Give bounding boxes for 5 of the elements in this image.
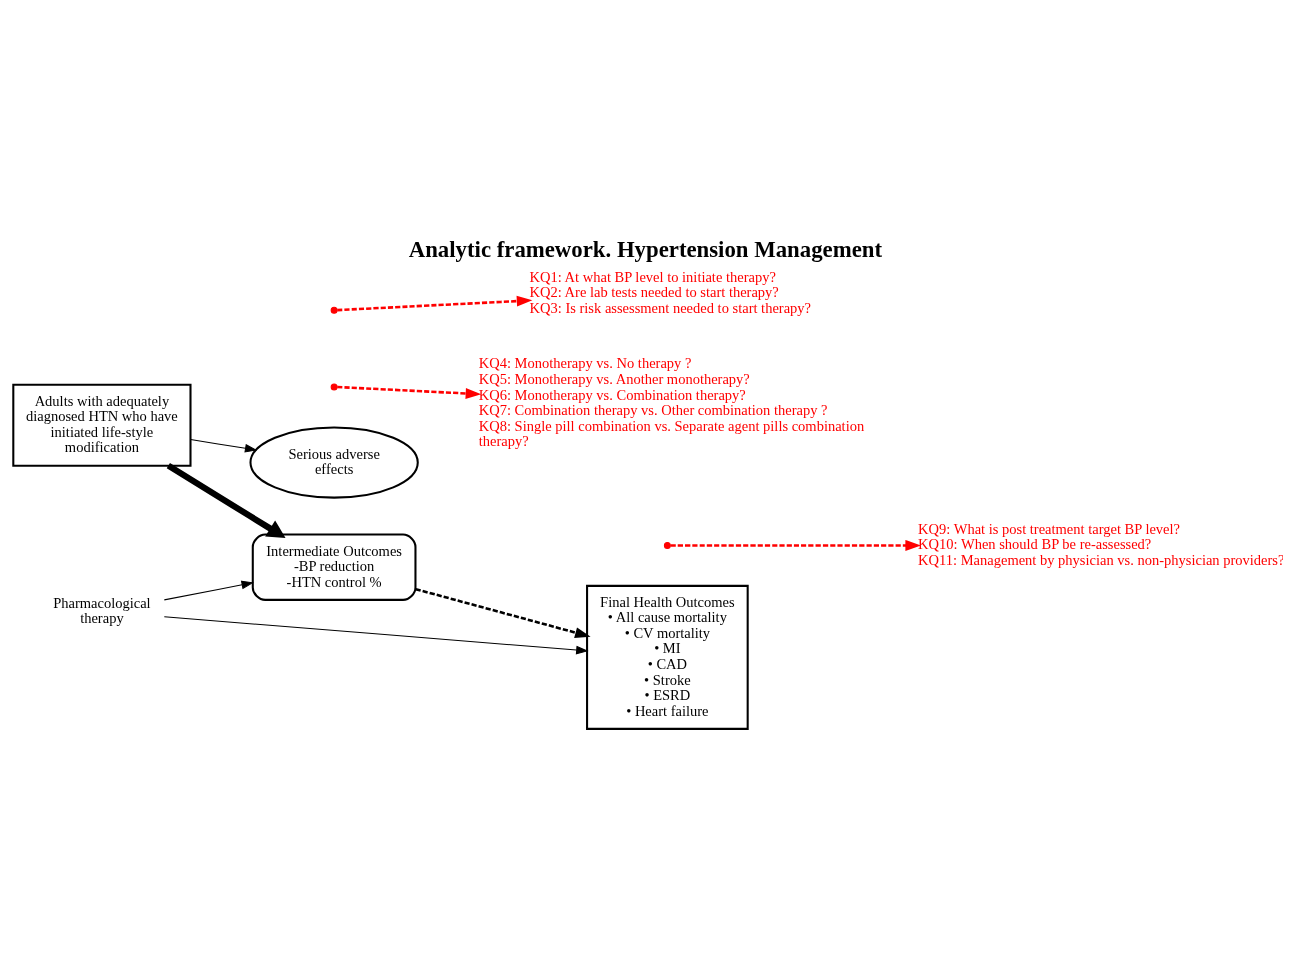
node-text: KQ9: What is post treatment target BP level? KQ10: When should BP be re-assessed? KQ11: Management by physician vs. non-physician providers?: [918, 520, 1285, 568]
node-text: Pharmacological therapy: [53, 594, 151, 626]
node-text: KQ1: At what BP level to initiate therapy? KQ2: Are lab tests needed to start therapy? KQ3: Is risk assessment needed to start therapy?: [529, 268, 812, 316]
node-text: KQ4: Monotherapy vs. No therapy ? KQ5: Monotherapy vs. Another monotherapy? KQ6: Monotherapy vs. Combination therapy? KQ7: Combination therapy vs. Other combination therapy ? KQ8: Single pill combination vs. Separate agent pills combination therapy?: [478, 354, 865, 449]
diagram-title: Analytic framework. Hypertension Management: [408, 236, 883, 262]
